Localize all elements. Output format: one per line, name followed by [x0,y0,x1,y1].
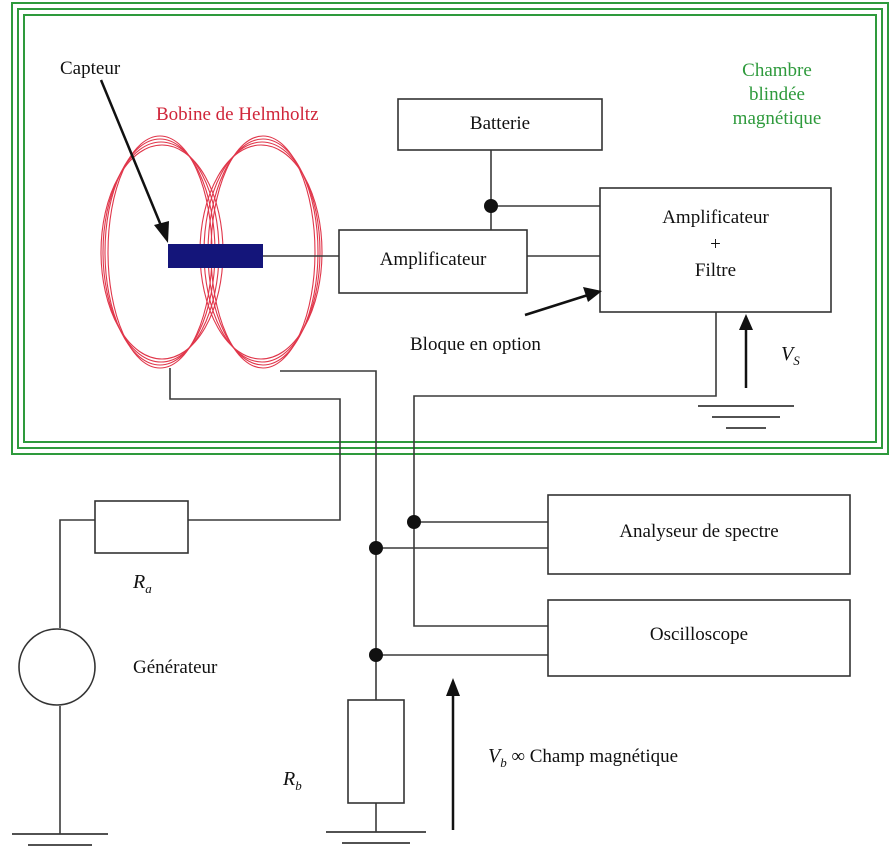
junction-dots [369,199,498,662]
amplifier-label: Amplificateur [379,249,487,270]
oscilloscope-label: Oscilloscope [649,624,749,645]
generator-source [18,628,96,706]
amplifier-box [338,229,528,294]
spectrum-analyzer-box [547,494,851,575]
battery-label: Batterie [469,113,531,134]
chamber-label-line-1: Chambre [742,60,812,81]
ra-symbol: R [133,571,146,593]
sensor-bar [168,244,263,268]
amp-filter-box [599,187,832,313]
rb-label: Rb [283,768,302,794]
ground-symbol-generator [12,833,108,846]
chamber-label-line-3: magnétique [732,107,822,129]
spectrum-analyzer-label: Analyseur de spectre [619,521,779,542]
amp-filter-line-2: + [710,233,721,255]
vb-symbol: V [488,745,501,767]
vs-subscript: S [793,353,800,368]
amp-filter-line-1: Amplificateur [662,207,769,228]
optional-block-arrow [524,287,602,317]
sensor-label: Capteur [60,58,121,79]
ground-symbol-chamber [698,405,794,429]
oscilloscope-box [547,599,851,677]
resistor-rb [347,699,405,804]
amp-filter-line-3: Filtre [694,260,737,282]
sensor-pointer-arrow [99,79,169,243]
amp-filter-label: Amplificateur + Filtre [600,205,831,285]
rb-symbol: R [283,768,296,790]
battery-box [397,98,603,151]
chamber-label: Chambre blindée magnétique [712,59,842,130]
vs-symbol: V [781,343,794,365]
vs-label: VS [781,343,800,369]
vs-arrow [739,314,753,388]
shielded-chamber [11,2,889,455]
vb-label: Vb ∞ Champ magnétique [488,745,678,771]
rb-subscript: b [295,778,302,793]
generator-label: Générateur [133,657,218,678]
ra-subscript: a [145,581,152,596]
wires [59,150,717,834]
coil-label: Bobine de Helmholtz [156,104,319,125]
ground-symbol-rb [326,831,426,844]
vb-description: ∞ Champ magnétique [511,746,679,767]
ra-label: Ra [133,571,152,597]
vb-subscript: b [500,754,507,770]
chamber-label-line-2: blindée [749,83,805,105]
vb-arrow [446,678,460,830]
resistor-ra [94,500,189,554]
optional-block-label: Bloque en option [410,334,541,355]
